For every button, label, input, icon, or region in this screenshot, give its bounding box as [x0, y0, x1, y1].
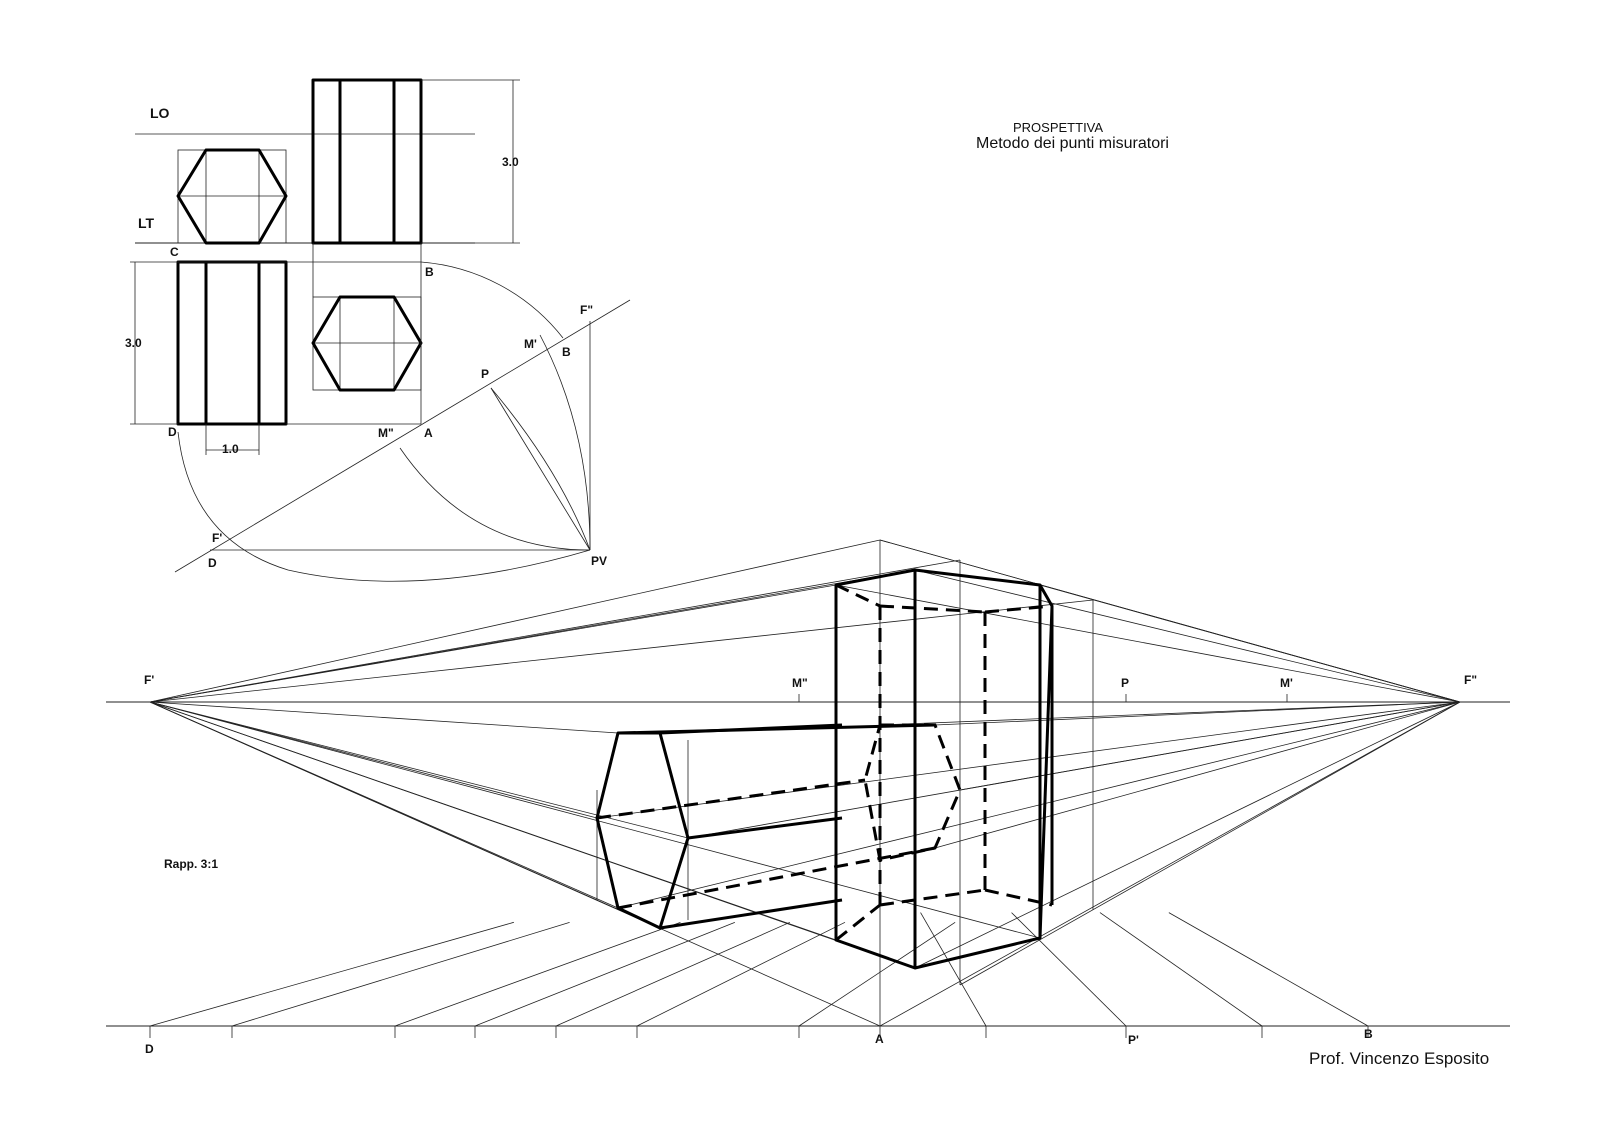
title-line-1: PROSPETTIVA: [1013, 120, 1103, 135]
label-lo: LO: [150, 105, 170, 121]
label-dim-height-left: 3.0: [125, 336, 142, 350]
label-f-right: F": [1464, 673, 1477, 687]
label-d-bottom-ortho: D: [208, 556, 217, 570]
prism-plan: [176, 260, 288, 426]
label-b: B: [1364, 1027, 1373, 1041]
orthographic-views: [130, 78, 631, 582]
label-lt: LT: [138, 215, 155, 231]
construction-rays: [149, 539, 1461, 1027]
label-m-double-ortho: M": [378, 426, 394, 440]
label-p-ortho: P: [481, 367, 489, 381]
vertical-prism: [834, 568, 1054, 970]
label-b-top: B: [425, 265, 434, 279]
horizontal-prism: [595, 723, 962, 930]
label-pv: PV: [591, 554, 607, 568]
author: Prof. Vincenzo Esposito: [1309, 1049, 1489, 1068]
hex-back-face: [863, 723, 962, 862]
prism-outline: [834, 568, 1054, 970]
label-f-double-ortho: F": [580, 303, 593, 317]
label-m-single: M': [1280, 676, 1293, 690]
prism-elevation: [311, 78, 423, 245]
hexagon-box-left: [177, 149, 287, 244]
label-d-left: D: [168, 425, 177, 439]
label-p-base: P': [1128, 1033, 1139, 1047]
label-dim-height-right: 3.0: [502, 155, 519, 169]
picture-plane-line: [174, 299, 631, 573]
title-line-2: Metodo dei punti misuratori: [976, 135, 1169, 152]
hexagon-plan: [311, 295, 423, 392]
label-f-left: F': [144, 673, 154, 687]
label-f-single-ortho: F': [212, 531, 222, 545]
label-m-double: M": [792, 676, 808, 690]
label-d: D: [145, 1042, 154, 1056]
label-m-single-ortho: M': [524, 337, 537, 351]
label-a-ortho: A: [424, 426, 433, 440]
perspective-construction: [106, 539, 1510, 1038]
hexagon-elevation: [176, 148, 288, 245]
label-c: C: [170, 245, 179, 259]
hexagon-box-plan: [312, 296, 422, 391]
ground-ticks: [149, 1026, 1369, 1038]
label-dim-width: 1.0: [222, 442, 239, 456]
label-p: P: [1121, 676, 1129, 690]
label-b-line: B: [562, 345, 571, 359]
label-a: A: [875, 1032, 884, 1046]
scale-note: Rapp. 3:1: [164, 857, 218, 871]
